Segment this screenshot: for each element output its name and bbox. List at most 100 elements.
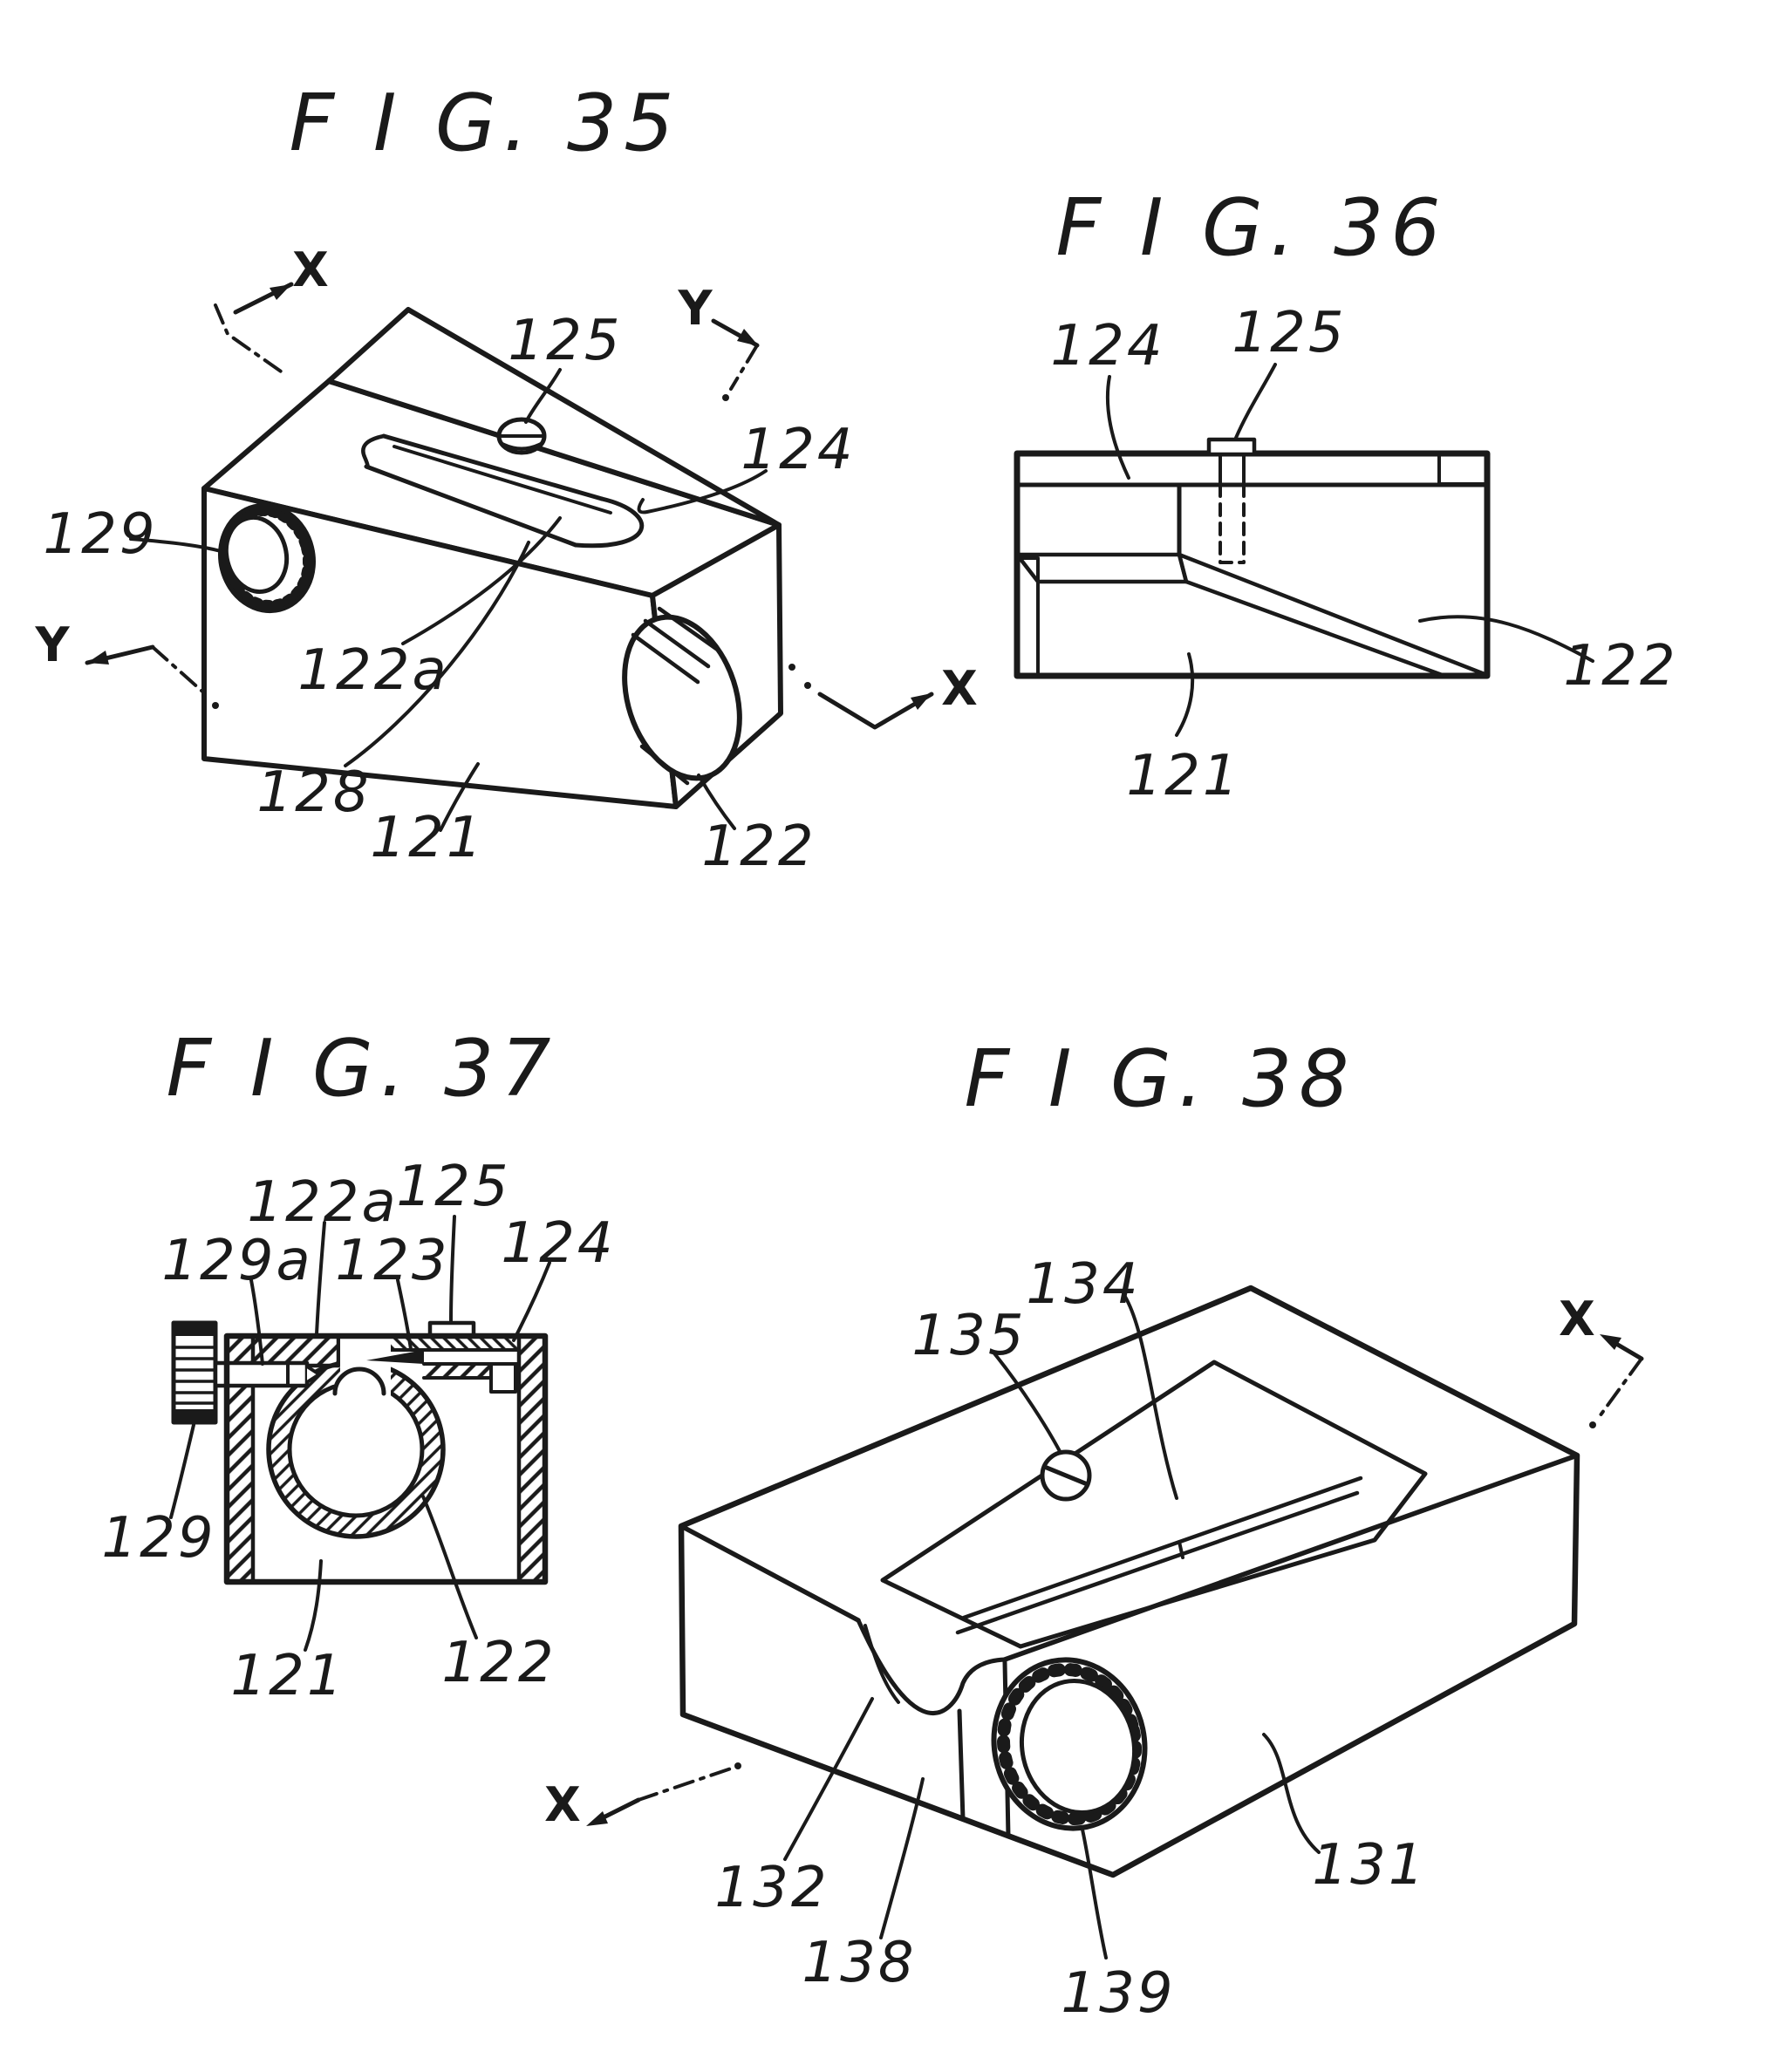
fig37-thumbscrew-129	[171, 1320, 321, 1425]
fig36-screw-hidden-shaft	[1218, 483, 1246, 564]
fig37-label-129: 129	[101, 1506, 215, 1571]
figure-36: F I G. 36 124 125 122 121 X	[788, 182, 1677, 808]
fig38-slot-jog	[1178, 1540, 1184, 1559]
fig35-leader-128	[344, 541, 530, 767]
fig38-axis-x-bottom-arrowhead	[586, 1811, 608, 1826]
fig36-left-wall	[1015, 556, 1040, 678]
figure-38: F I G. 38 134 135 131	[544, 1033, 1644, 2026]
fig37-label-129a: 129a	[161, 1229, 312, 1293]
fig38-recess-tray-134	[880, 1360, 1428, 1649]
fig35-blade-slit-line	[393, 445, 612, 515]
fig37-leader-124	[512, 1261, 551, 1342]
fig35-bore-lines	[631, 606, 721, 786]
fig35-axis-x-top-letter: X	[292, 242, 329, 297]
fig36-leader-125	[1234, 363, 1277, 440]
fig35-section-axis-x-top: X	[214, 242, 329, 375]
fig36-axis-x-letter: X	[941, 661, 978, 716]
fig36-leader-122	[1418, 615, 1594, 663]
fig37-clamp-hatch	[424, 1364, 491, 1378]
figure-38-title: F I G. 38	[964, 1033, 1355, 1125]
fig35-knurl-ring	[219, 504, 315, 612]
fig38-axis-x-top-letter: X	[1559, 1292, 1595, 1346]
fig35-label-125: 125	[508, 309, 622, 373]
figure-35-title: F I G. 35	[289, 78, 680, 169]
fig37-right-wall	[519, 1336, 545, 1582]
fig38-front-left-top-edge	[679, 1523, 861, 1623]
fig35-slot-lower-edge	[364, 464, 578, 548]
fig37-outline	[223, 1332, 549, 1585]
fig38-leader-135	[993, 1352, 1062, 1455]
fig37-label-121: 121	[230, 1644, 345, 1708]
fig35-slot-left-notch	[361, 433, 386, 469]
fig37-label-122: 122	[441, 1631, 556, 1695]
fig35-leader-124	[637, 469, 768, 515]
fig38-label-139: 139	[1061, 1961, 1175, 2026]
fig35-leader-125	[524, 368, 562, 424]
fig36-leader-121	[1175, 652, 1195, 737]
fig37-leader-122a	[315, 1221, 326, 1336]
fig36-label-121: 121	[1126, 744, 1240, 808]
fig38-leader-139	[1081, 1828, 1108, 1960]
figure-37-title: F I G. 37	[166, 1023, 557, 1114]
fig37-top-band-left	[253, 1336, 338, 1366]
fig36-leader-124	[1105, 375, 1130, 480]
fig36-label-122: 122	[1563, 634, 1677, 699]
fig37-leader-122	[421, 1495, 478, 1639]
fig38-front-right-top-edge	[1002, 1453, 1580, 1662]
fig35-axis-y-top-arrowhead	[737, 329, 759, 346]
fig37-leader-123	[396, 1278, 413, 1351]
fig38-leader-131	[1262, 1733, 1321, 1854]
fig37-screw-recess	[489, 1362, 517, 1394]
fig38-axis-x-bottom-letter: X	[544, 1777, 581, 1832]
fig35-label-128: 128	[256, 760, 371, 825]
fig35-thumbscrew-129	[217, 502, 317, 614]
fig35-leader-122a	[401, 516, 562, 645]
fig35-label-122: 122	[701, 814, 816, 879]
fig36-axis-x-arrowhead	[911, 693, 932, 710]
fig37-left-wall	[227, 1336, 253, 1582]
fig37-leader-121	[304, 1559, 323, 1652]
fig37-label-124: 124	[501, 1211, 615, 1276]
fig35-label-129: 129	[43, 502, 157, 567]
fig36-label-124: 124	[1050, 314, 1164, 378]
fig35-leader-129	[129, 537, 222, 553]
fig38-ribbed-bore-139	[991, 1657, 1148, 1831]
fig37-label-125: 125	[396, 1155, 510, 1219]
fig35-slot-upper-edge	[381, 433, 604, 501]
fig35-label-124: 124	[741, 418, 855, 482]
fig38-leader-132	[783, 1697, 874, 1861]
fig35-leader-121	[439, 762, 480, 832]
fig38-label-132: 132	[714, 1856, 829, 1920]
fig36-section-axis-x: X	[788, 661, 978, 730]
fig38-relief-inner-line	[864, 1624, 900, 1704]
fig35-leader-122	[697, 774, 736, 830]
fig38-chip-slot-left	[957, 1708, 966, 1822]
fig37-leader-129	[169, 1423, 195, 1519]
fig36-plate-hatched-tip	[1437, 453, 1488, 486]
fig36-screw-125	[1206, 437, 1257, 564]
fig38-leader-138	[879, 1777, 925, 1939]
fig36-inclined-surface-122	[1177, 552, 1487, 678]
fig37-label-122a: 122a	[247, 1170, 398, 1235]
fig37-top-band-right	[388, 1336, 519, 1350]
fig35-axis-y-bottom-letter: Y	[34, 617, 70, 672]
fig37-label-123: 123	[335, 1229, 449, 1293]
fig35-bore-hole-122	[622, 606, 742, 786]
fig35-label-121: 121	[370, 806, 484, 870]
fig37-leader-129a	[249, 1278, 264, 1366]
fig35-back-wall-wedge	[326, 307, 782, 528]
fig37-pencil-tip-groove-123	[332, 1367, 386, 1396]
fig37-screw-shaft-129a	[213, 1360, 310, 1388]
figure-36-title: F I G. 36	[1055, 182, 1447, 274]
fig35-axis-x-top-arrowhead	[270, 284, 291, 300]
fig36-label-125: 125	[1232, 301, 1346, 365]
fig35-screw-125	[496, 417, 547, 455]
fig38-leader-134	[1123, 1295, 1178, 1500]
fig35-axis-y-top-letter: Y	[677, 281, 713, 336]
fig38-screw-135	[1040, 1449, 1092, 1502]
fig35-slot-end-arc	[573, 496, 645, 549]
figure-35: F I G. 35	[34, 78, 855, 879]
fig38-label-135: 135	[911, 1304, 1026, 1368]
